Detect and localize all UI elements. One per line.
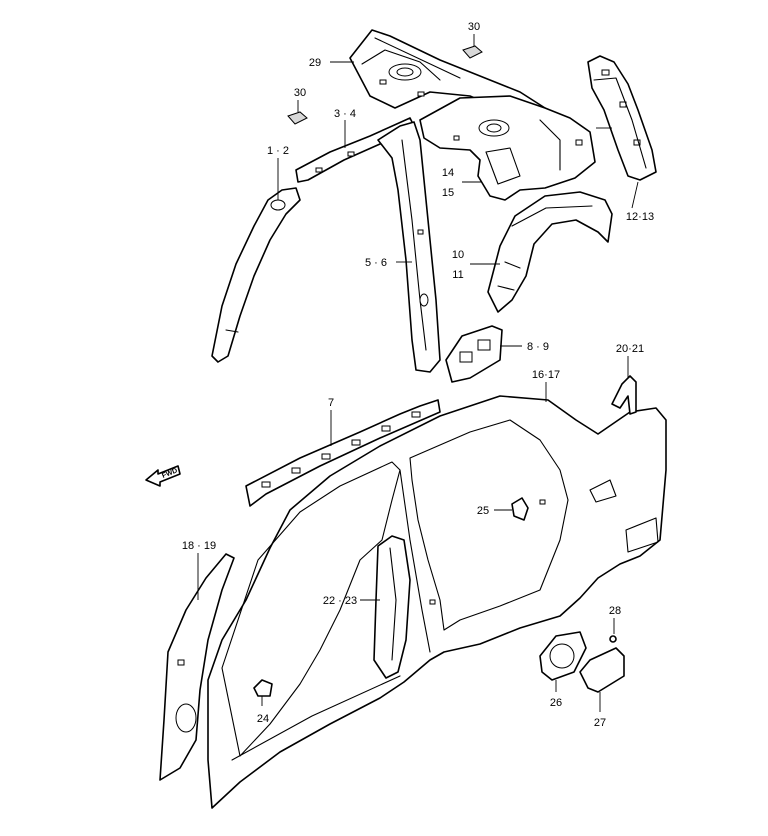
part-8-9-reinforcement [445,325,503,383]
callout-25: 25 [477,505,489,517]
part-1-2-front-pillar-inner [211,187,301,363]
part-30-plug-upper [462,45,483,59]
part-20-21-hinge-bracket [611,375,637,415]
callout-10: 10 [452,249,464,261]
callout-14: 14 [442,167,454,179]
part-30-plug-left [287,111,308,125]
callout-18-19: 18 · 19 [182,540,216,552]
callout-26: 26 [550,697,562,709]
part-18-19-front-pillar-outer [159,553,235,781]
callout-12-13: 12·13 [626,211,654,223]
callout-30-left: 30 [294,87,306,99]
part-16-17-side-body-outer [207,395,667,809]
callout-22-23: 22 · 23 [323,595,357,607]
callout-16-17: 16·17 [532,369,560,381]
part-28-screw [609,635,617,643]
callout-20-21: 20·21 [616,343,644,355]
part-26-fuel-filler-housing [539,631,587,681]
callout-27: 27 [594,717,606,729]
callout-24: 24 [257,713,269,725]
part-25-clip [511,497,529,521]
callout-28: 28 [609,605,621,617]
part-10-11-rear-wheelhouse [487,191,613,313]
callout-3-4: 3 · 4 [334,108,356,120]
part-12-13-rear-pillar-inner [587,55,657,181]
part-5-6-center-pillar-inner [377,121,441,373]
callout-11: 11 [452,269,463,281]
part-22-23-center-pillar-reinforcement [373,535,411,679]
callout-8-9: 8 · 9 [527,341,549,353]
callout-5-6: 5 · 6 [365,257,387,269]
part-7-sill-inner [245,399,441,507]
callout-labels: 30 29 30 3 · 4 1 · 2 14 15 12·13 5 · 6 1… [182,21,654,729]
callout-15: 15 [442,187,454,199]
callout-30-upper: 30 [468,21,480,33]
callout-29: 29 [309,57,321,69]
leader-lines [197,34,639,712]
part-14-15-rear-inner-panel [419,95,596,201]
callout-1-2: 1 · 2 [267,145,289,157]
callout-7: 7 [328,397,334,409]
part-27-fuel-filler-lid [579,647,625,693]
forward-arrow-icon: FWD [145,465,181,487]
part-24-clip [253,679,273,697]
